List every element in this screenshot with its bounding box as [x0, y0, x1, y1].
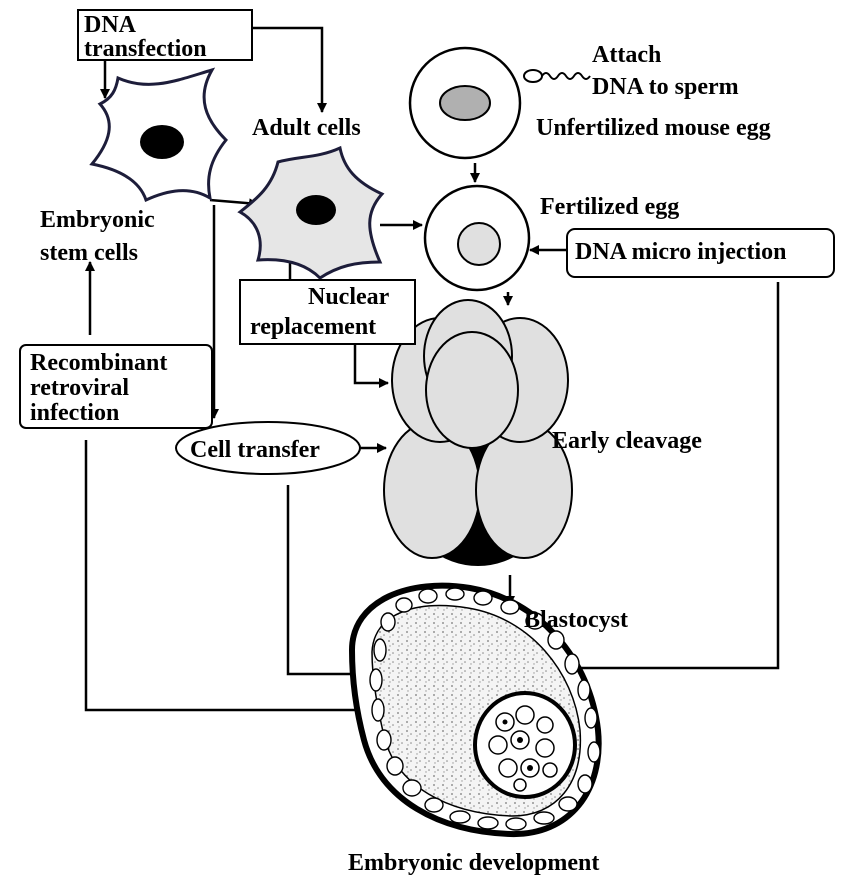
embryonic-stem-label-2: stem cells [40, 240, 138, 266]
dna-transfection-label-1: DNA [84, 12, 137, 38]
cell-transfer-oval [175, 421, 361, 475]
fertilized-egg-label: Fertilized egg [540, 194, 679, 220]
sperm-shape [523, 69, 591, 83]
dna-transfection-label-2: transfection [84, 36, 207, 62]
blastocyst-label: Blastocyst [524, 607, 628, 633]
recombinant-label-1: Recombinant [30, 350, 167, 376]
fertilized-egg-shape [423, 184, 531, 292]
nuclear-replacement-label-1: Nuclear [308, 284, 390, 310]
text-labels: DNA transfection Adult cells Attach DNA … [30, 12, 787, 876]
unfertilized-egg-label: Unfertilized mouse egg [536, 115, 771, 141]
attach-label-2: DNA to sperm [592, 74, 739, 100]
early-cleavage-label: Early cleavage [552, 428, 702, 454]
unfertilized-egg-shape [408, 46, 522, 160]
recombinant-label-3: infection [30, 400, 119, 426]
nuclear-replacement-label-2: replacement [250, 314, 376, 340]
recombinant-label-2: retroviral [30, 375, 129, 401]
recombinant-box [19, 344, 213, 429]
cell-transfer-label: Cell transfer [190, 437, 320, 463]
early-cleavage-shape [383, 299, 573, 566]
dna-transfection-box [77, 9, 253, 61]
label-boxes [19, 9, 835, 475]
adult-cells-label: Adult cells [252, 115, 361, 141]
attach-label-1: Attach [592, 42, 661, 68]
dna-micro-injection-box [566, 228, 835, 278]
dna-micro-injection-label: DNA micro injection [575, 239, 787, 265]
nuclear-replacement-box [239, 279, 416, 345]
embryonic-stem-cell-shape [89, 67, 229, 203]
embryonic-stem-label-1: Embryonic [40, 207, 155, 233]
adult-cell-shape [237, 145, 385, 280]
blastocyst-shape [348, 582, 602, 838]
embryonic-development-label: Embryonic development [348, 850, 599, 876]
